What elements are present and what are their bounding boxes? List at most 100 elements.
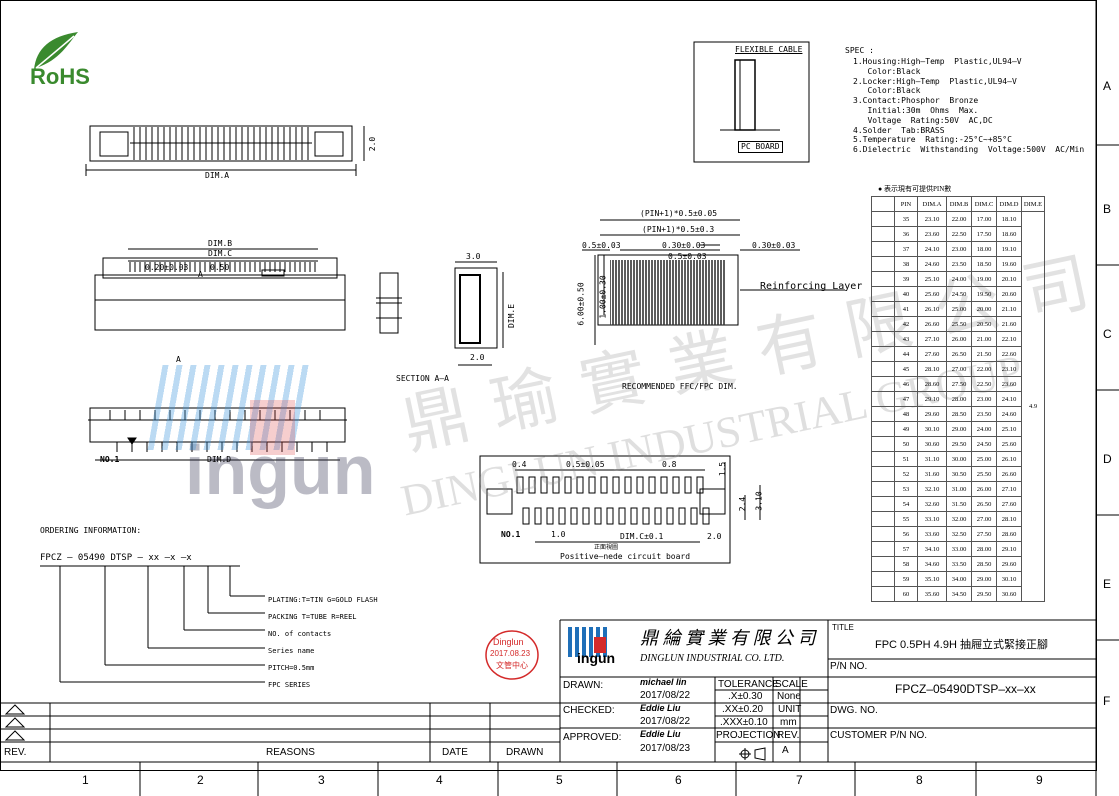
pcb-pad-top (540, 476, 548, 494)
dim-table-header: DIM.E (1021, 196, 1045, 212)
pcb-pad-top (564, 476, 572, 494)
title-label: TITLE (832, 623, 854, 632)
dim-b-label: DIM.B (208, 239, 233, 248)
dim-table-cell: 32.00 (946, 511, 972, 527)
pcb-pad-bottom (534, 507, 542, 525)
dim-table-cell: 25.00 (971, 451, 997, 467)
dim-table-blank (871, 586, 895, 602)
dim-table-cell: 51 (894, 451, 918, 467)
scale-label: SCALE (775, 679, 808, 690)
dim-table-blank (871, 316, 895, 332)
grid-col-label: 3 (318, 773, 325, 787)
tolerance-3: .XXX±0.10 (720, 717, 768, 728)
rohs-leaf-icon (26, 30, 81, 72)
company-logo-text: ingun (577, 650, 616, 666)
pitch-050-label: 0.50 (210, 263, 230, 272)
dim-table-blank (871, 226, 895, 242)
drawn-date: 2017/08/22 (640, 690, 691, 701)
dim-table-blank (871, 436, 895, 452)
dim-table-cell: 34.00 (946, 571, 972, 587)
dim-table-cell: 30.10 (917, 421, 947, 437)
dim-table-cell: 50 (894, 436, 918, 452)
dim-table-cell: 35.10 (917, 571, 947, 587)
dim-table-cell: 18.50 (971, 256, 997, 272)
dim-table-cell: 56 (894, 526, 918, 542)
dim-table-cell: 18.60 (996, 226, 1022, 242)
dim-table-cell: 33.00 (946, 541, 972, 557)
dim-table-cell: 46 (894, 376, 918, 392)
dim-table-cell: 20.50 (971, 316, 997, 332)
height-2-label: 2.0 (368, 136, 378, 152)
dim-table-cell: 21.10 (996, 301, 1022, 317)
dim-table-cell: 34.60 (917, 556, 947, 572)
pcb-pad-bottom (690, 507, 698, 525)
pcb-dimc-label: DIM.C±0.1 (620, 532, 664, 541)
projection-label: PROJECTION (716, 730, 781, 741)
projection-symbol-icon (739, 747, 767, 761)
dim-table-cell: 57 (894, 541, 918, 557)
checked-date: 2017/08/22 (640, 716, 691, 727)
pcb-pad-top (576, 476, 584, 494)
pcb-pad-top (672, 476, 680, 494)
approved-label: APPROVED: (563, 732, 622, 743)
tolerance-label: TOLERANCE (718, 679, 779, 690)
dim-table-blank (871, 301, 895, 317)
dim-table-cell: 29.50 (946, 436, 972, 452)
dim-table-cell: 24.60 (996, 406, 1022, 422)
dim-table-cell: 25.00 (946, 301, 972, 317)
dim-table-blank (871, 556, 895, 572)
dim-table-blank (871, 346, 895, 362)
pcb-pad-top (684, 476, 692, 494)
dim-table-header: DIM.A (917, 196, 947, 212)
dim-table-blank (871, 256, 895, 272)
pcb-pad-top (696, 476, 704, 494)
dim-table-header: DIM.C (971, 196, 997, 212)
pcb-pad-top (636, 476, 644, 494)
dim-table-cell: 20.00 (971, 301, 997, 317)
dim-table-blank (871, 571, 895, 587)
dim-table-cell: 27.00 (946, 361, 972, 377)
dim-table-cell: 25.50 (971, 466, 997, 482)
dim-table-blank (871, 331, 895, 347)
pcb-pad-bottom (630, 507, 638, 525)
drawn-label: DRAWN: (563, 680, 604, 691)
grid-col-label: 4 (436, 773, 443, 787)
h100-label: 1.00±0.30 (598, 275, 608, 319)
dim-table-cell: 35 (894, 211, 918, 227)
dim-table-cell: 25.60 (917, 286, 947, 302)
rev-label: REV. (777, 730, 800, 741)
dim-table-cell: 28.00 (946, 391, 972, 407)
pcb-pad-top (528, 476, 536, 494)
grid-row-label: A (1103, 79, 1112, 93)
pcb-310-label: 3.10 (754, 491, 764, 511)
dim-table-cell: 26.00 (971, 481, 997, 497)
dim-table-cell: 27.10 (996, 481, 1022, 497)
dim-table-cell: 27.50 (946, 376, 972, 392)
dim-table-cell: 20.60 (996, 286, 1022, 302)
width-2-label: 2.0 (470, 353, 485, 362)
dim-table-cell: 26.10 (917, 301, 947, 317)
dim-table-cell: 30.50 (946, 466, 972, 482)
pcb-24-label: 2.4 (738, 496, 748, 512)
stamp-line1: Dinglun (493, 637, 524, 647)
dim-table-cell: 49 (894, 421, 918, 437)
dim-table-header: DIM.D (996, 196, 1022, 212)
pcb-pad-bottom (606, 507, 614, 525)
pcb-08-label: 0.8 (662, 460, 677, 469)
dim-e-label: DIM.E (507, 303, 517, 329)
dim-table-cell: 31.00 (946, 481, 972, 497)
date-header: DATE (442, 747, 468, 758)
dim-table-cell: 40 (894, 286, 918, 302)
grid-col-label: 5 (556, 773, 563, 787)
ordering-item: NO. of contacts (268, 630, 332, 638)
pcb-pad-bottom (558, 507, 566, 525)
dim-table-cell: 33.60 (917, 526, 947, 542)
dim-table-blank (871, 271, 895, 287)
pcb-pad-top (648, 476, 656, 494)
